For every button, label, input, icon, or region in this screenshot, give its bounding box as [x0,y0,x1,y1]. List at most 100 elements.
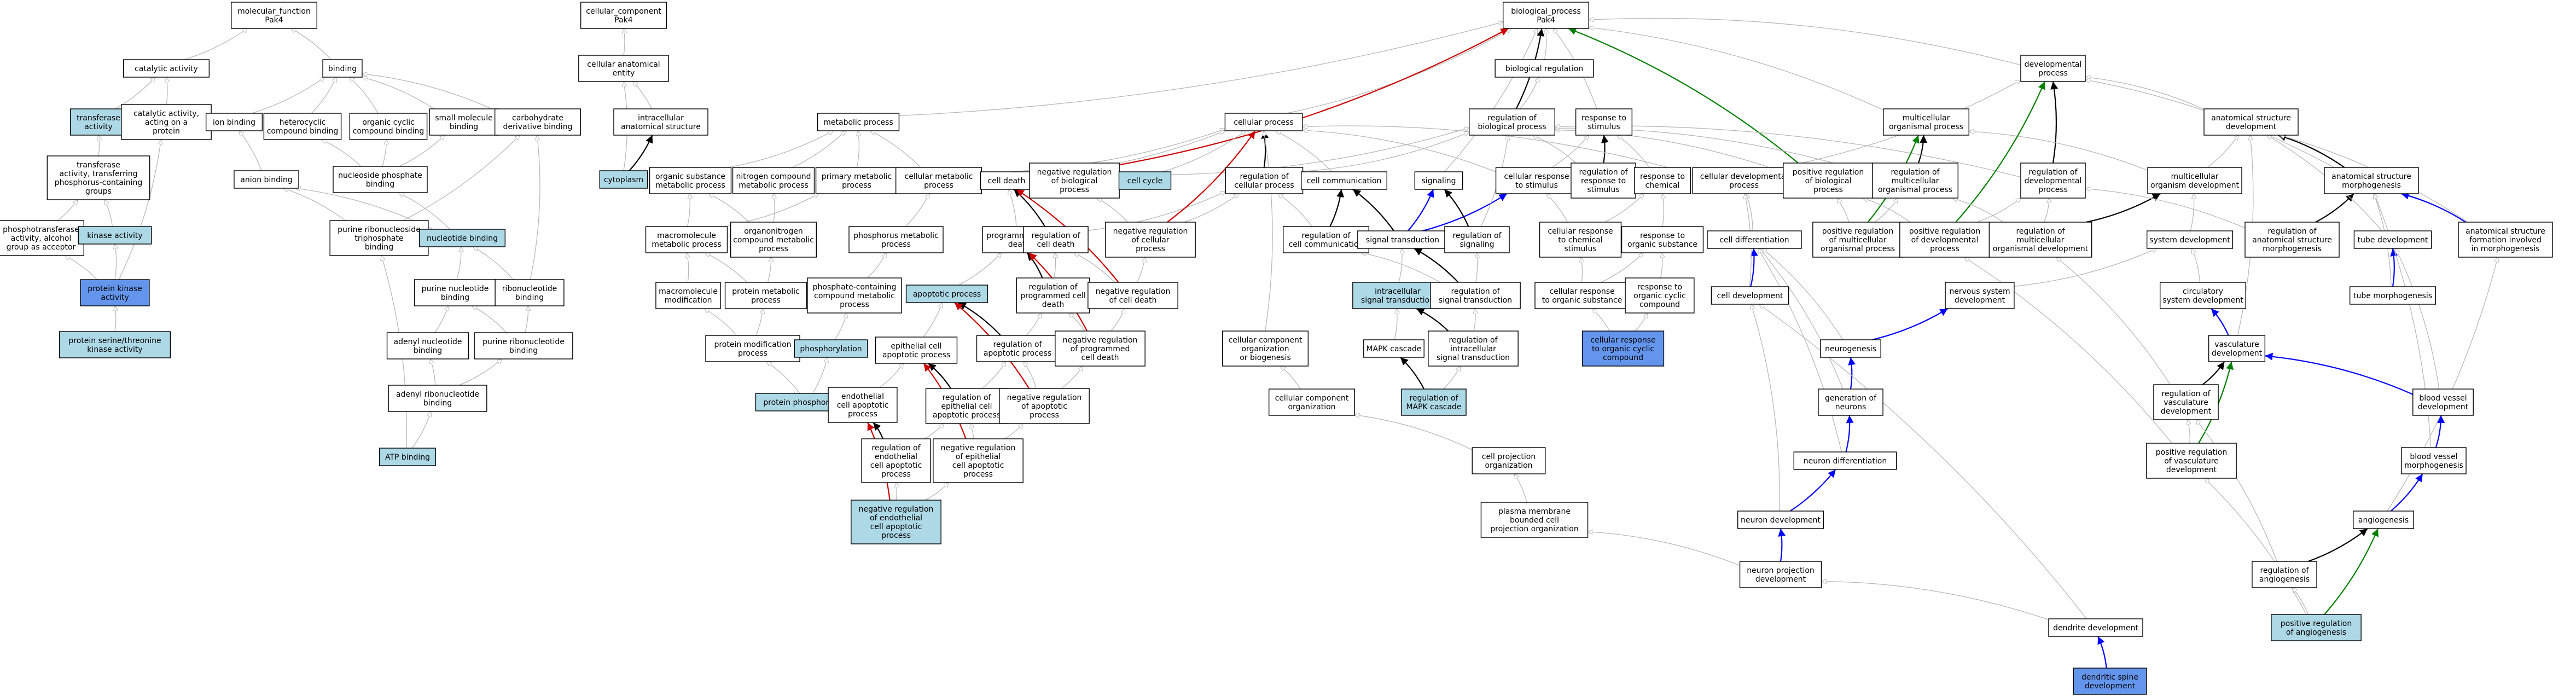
go-term-node-kinase[interactable]: kinase activity [78,226,152,245]
go-term-node-cyto[interactable]: cytoplasm [599,170,648,189]
go-term-node-mapk[interactable]: MAPK cascade [1363,339,1424,358]
go-term-node-cat[interactable]: catalytic activity [123,59,210,78]
go-term-node-bioreg[interactable]: biological regulation [1495,59,1594,78]
go-term-node-neurondev[interactable]: neuron development [1737,511,1824,529]
go-term-node-phosph[interactable]: phosphorylation [794,339,868,358]
go-term-node-sigtrans[interactable]: signal transduction [1357,230,1448,249]
go-term-node-atp[interactable]: ATP binding [379,448,437,466]
go-term-node-angio[interactable]: angiogenesis [2353,511,2414,529]
go-term-node-anion[interactable]: anion binding [234,170,299,189]
go-term-node-bind[interactable]: binding [322,59,363,78]
go-term-node-ionb[interactable]: ion binding [205,113,263,131]
go-term-node-dendev[interactable]: dendrite development [2048,618,2143,637]
go-term-node-sysdev[interactable]: system development [2146,230,2233,249]
go-term-node-cellcycle[interactable]: cell cycle [1118,171,1172,190]
go-term-node-neurogen[interactable]: neurogenesis [1820,339,1881,358]
go-term-node-tubemorph[interactable]: tube morphogenesis [2350,286,2437,305]
go-term-node-signaling[interactable]: signaling [1414,171,1463,190]
go-term-node-celldev[interactable]: cell development [1711,286,1789,305]
go-term-node-metab[interactable]: metabolic process [817,113,900,131]
go-term-node-tubedev[interactable]: tube development [2353,230,2432,249]
go-term-node-nucb[interactable]: nucleotide binding [419,229,506,247]
go-term-node-cellp[interactable]: cellular process [1224,113,1303,131]
